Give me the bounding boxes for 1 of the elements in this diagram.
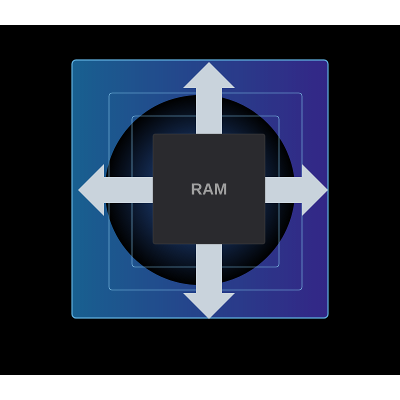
chip-box: RAM [152,134,266,244]
